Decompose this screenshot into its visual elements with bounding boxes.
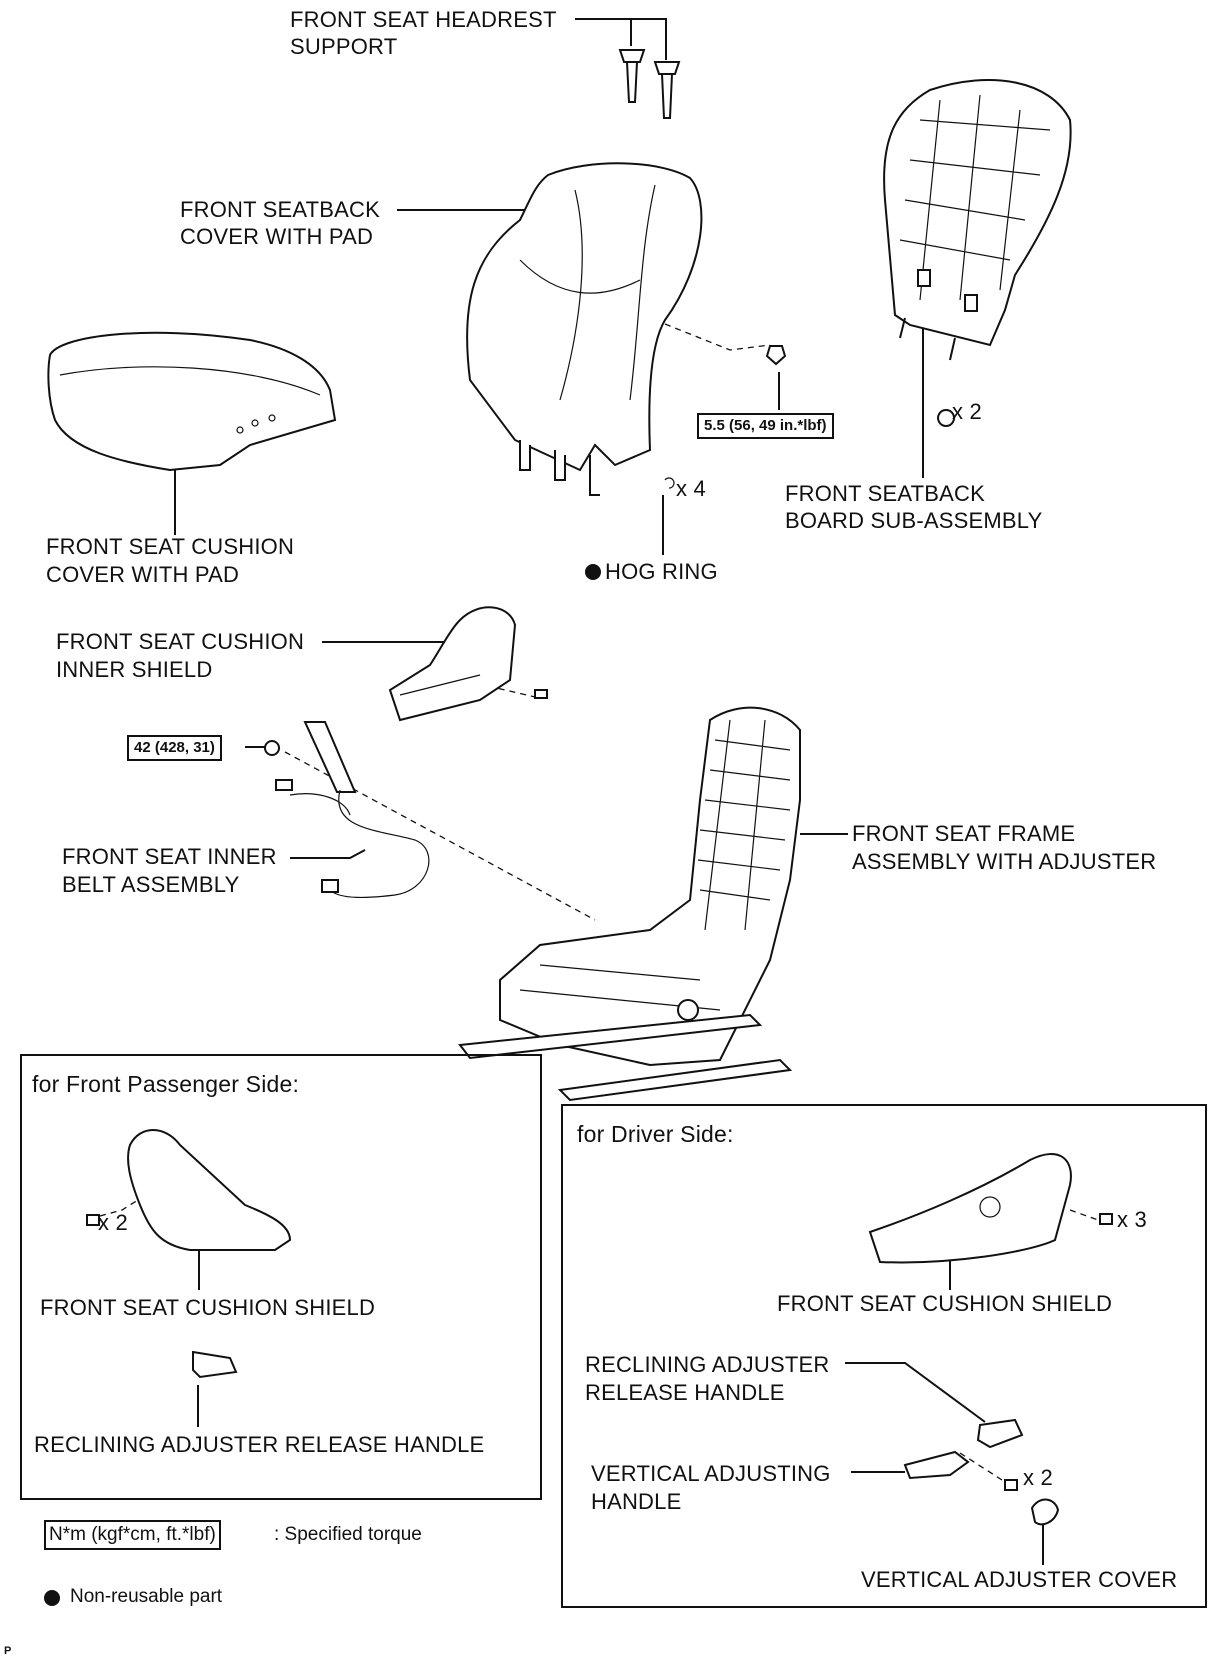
vertical-cover-label: VERTICAL ADJUSTER COVER <box>861 1567 1178 1592</box>
driver-handle-screw-qty: x 2 <box>1023 1465 1053 1490</box>
inner-belt-shape <box>275 721 430 899</box>
passenger-screw <box>86 1214 100 1226</box>
passenger-side-panel: for Front Passenger Side: x 2 FRONT SEAT… <box>20 1054 542 1500</box>
board-clip <box>937 409 955 427</box>
passenger-screw-qty: x 2 <box>98 1210 128 1235</box>
seatback-cover-label-2: COVER WITH PAD <box>180 224 374 249</box>
corner-mark: P <box>4 1645 12 1657</box>
inner-belt-label-2: BELT ASSEMBLY <box>62 872 240 897</box>
belt-bolt <box>264 740 280 756</box>
legend-torque-unit: N*m (kgf*cm, ft.*lbf) <box>44 1520 221 1550</box>
cushion-cover-label-2: COVER WITH PAD <box>46 562 240 587</box>
driver-side-panel: for Driver Side: x 3 FRONT SEAT CUSHION … <box>561 1104 1207 1608</box>
driver-reclining-handle <box>976 1418 1024 1449</box>
reclining-handle-label-1: RECLINING ADJUSTER <box>585 1352 830 1377</box>
nut <box>765 345 787 366</box>
headrest-support-label-2: SUPPORT <box>290 34 398 59</box>
non-reusable-dot-icon <box>585 564 601 580</box>
driver-vertical-handle <box>903 1450 970 1480</box>
passenger-cushion-shield-shape <box>127 1129 292 1251</box>
torque-belt-bolt: 42 (428, 31) <box>127 735 222 761</box>
passenger-cushion-shield-label: FRONT SEAT CUSHION SHIELD <box>40 1295 376 1320</box>
driver-screw <box>1099 1213 1113 1225</box>
hog-ring-icon <box>664 477 675 489</box>
driver-cushion-shield-shape <box>868 1153 1072 1264</box>
driver-screw-qty: x 3 <box>1117 1207 1147 1232</box>
cushion-inner-shield-label-2: INNER SHIELD <box>56 657 213 682</box>
board-clip-qty: x 2 <box>952 399 982 424</box>
legend-torque-desc: : Specified torque <box>274 1524 422 1545</box>
legend-non-reusable-dot-icon <box>44 1590 60 1606</box>
hog-ring-qty: x 4 <box>676 476 706 501</box>
cushion-cover-shape <box>47 331 337 472</box>
seatback-board-label-1: FRONT SEATBACK <box>785 481 986 506</box>
headrest-support-label-1: FRONT SEAT HEADREST <box>290 7 557 32</box>
driver-handle-screw <box>1004 1479 1018 1491</box>
cushion-inner-shield-shape <box>388 606 517 722</box>
seatback-board-shape <box>883 79 1072 361</box>
driver-cushion-shield-label: FRONT SEAT CUSHION SHIELD <box>777 1291 1113 1316</box>
hog-ring-label: HOG RING <box>605 559 718 584</box>
seatback-cover-shape <box>466 162 703 496</box>
passenger-release-handle-label: RECLINING ADJUSTER RELEASE HANDLE <box>34 1432 485 1457</box>
vertical-handle-label-1: VERTICAL ADJUSTING <box>591 1461 831 1486</box>
seatback-cover-label-1: FRONT SEATBACK <box>180 197 381 222</box>
seatback-board-label-2: BOARD SUB-ASSEMBLY <box>785 508 1043 533</box>
cushion-cover-label-1: FRONT SEAT CUSHION <box>46 534 295 559</box>
cushion-inner-shield-label-1: FRONT SEAT CUSHION <box>56 629 305 654</box>
torque-seatback-nut: 5.5 (56, 49 in.*lbf) <box>697 413 834 439</box>
frame-assembly-label-1: FRONT SEAT FRAME <box>852 821 1076 846</box>
headrest-support-pins <box>618 49 681 119</box>
inner-belt-label-1: FRONT SEAT INNER <box>62 844 277 869</box>
passenger-release-handle <box>192 1350 238 1379</box>
driver-panel-title: for Driver Side: <box>577 1121 734 1147</box>
vertical-adjuster-cover-shape <box>1030 1498 1060 1526</box>
shield-screw <box>534 689 548 699</box>
legend-non-reusable: Non-reusable part <box>70 1586 223 1607</box>
reclining-handle-label-2: RELEASE HANDLE <box>585 1380 785 1405</box>
passenger-panel-title: for Front Passenger Side: <box>32 1071 300 1097</box>
frame-assembly-label-2: ASSEMBLY WITH ADJUSTER <box>852 849 1157 874</box>
vertical-handle-label-2: HANDLE <box>591 1489 682 1514</box>
seat-frame-shape <box>458 706 801 1102</box>
